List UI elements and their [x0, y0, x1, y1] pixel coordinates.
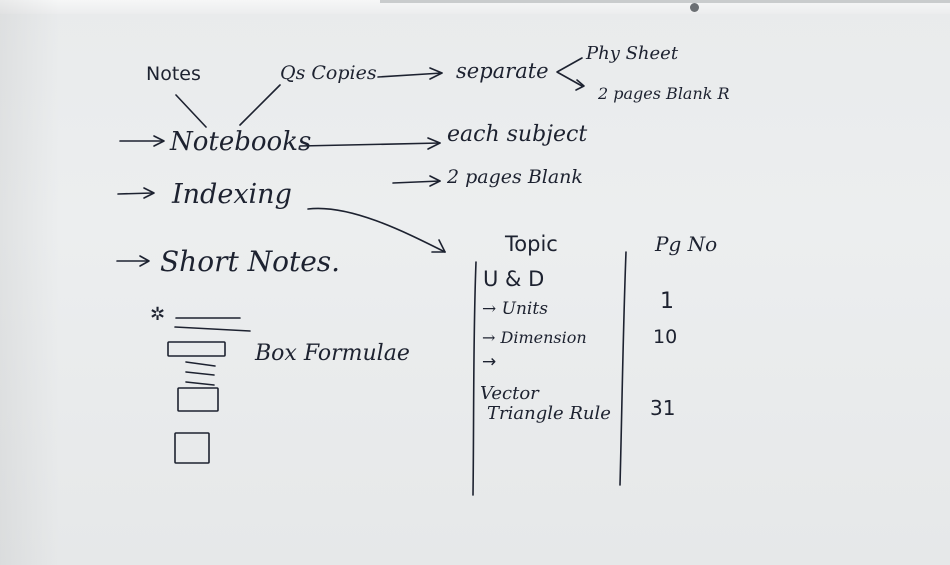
- label-two-pages-blank-r: 2 pages Blank R: [598, 84, 730, 103]
- label-each-subject: each subject: [447, 122, 588, 147]
- arrow-copies-separate: [377, 72, 443, 78]
- formula-box: [177, 387, 219, 412]
- arrow-indexing: [117, 192, 154, 195]
- table-header-topic: Topic: [505, 232, 558, 256]
- arrow-head: [429, 175, 441, 187]
- label-box-formulae: Box Formulae: [255, 341, 410, 366]
- arrow-head: [429, 67, 443, 80]
- board-frame-line: [380, 0, 950, 3]
- arrow-head: [139, 255, 150, 267]
- arrow-blank: [392, 180, 441, 184]
- table-topic-vector: Vector: [480, 383, 539, 404]
- arrow-head: [427, 137, 441, 150]
- note-line: [174, 326, 251, 332]
- label-short-notes: Short Notes.: [160, 245, 341, 278]
- table-topic-dimension: → Dimension: [482, 328, 587, 347]
- label-qs-copies: Qs Copies: [280, 62, 377, 84]
- label-indexing: Indexing: [172, 179, 292, 210]
- board-left-shadow: [0, 0, 60, 565]
- table-page-units: 1: [660, 289, 674, 314]
- formula-box: [174, 432, 210, 464]
- table-header-page: Pg No: [655, 232, 718, 256]
- note-line: [185, 361, 216, 367]
- table-topic-arrow: →: [482, 352, 497, 372]
- mounting-pin: [690, 3, 699, 12]
- arrow-head: [143, 187, 155, 199]
- branch-separate: [556, 57, 583, 87]
- label-notebooks: Notebooks: [170, 127, 312, 157]
- table-page-triangle-rule: 31: [650, 396, 676, 420]
- connector-copies-notebooks: [239, 84, 281, 126]
- label-phy-sheet: Phy Sheet: [586, 43, 679, 64]
- note-line: [185, 381, 215, 386]
- table-topic-ud: U & D: [483, 267, 545, 291]
- formula-box: [167, 341, 226, 357]
- arrow-notebooks-subject: [299, 142, 441, 147]
- table-page-dimension: 10: [653, 326, 678, 348]
- connector-notes-notebooks: [175, 94, 207, 128]
- arrow-indexing-table: [307, 207, 446, 253]
- label-notes: Notes: [146, 63, 201, 85]
- table-divider-rule: [619, 251, 627, 486]
- arrow-head: [153, 135, 165, 147]
- label-separate: separate: [456, 59, 549, 83]
- board-top-edge: [0, 0, 950, 14]
- table-left-rule: [472, 261, 477, 496]
- arrow-head: [431, 239, 446, 253]
- star-icon: ✲: [150, 304, 166, 325]
- note-line: [185, 371, 215, 376]
- table-topic-units: → Units: [482, 299, 548, 319]
- label-two-pages-blank: 2 pages Blank: [447, 166, 583, 188]
- table-topic-triangle-rule: Triangle Rule: [487, 403, 611, 424]
- arrow-head: [575, 79, 585, 91]
